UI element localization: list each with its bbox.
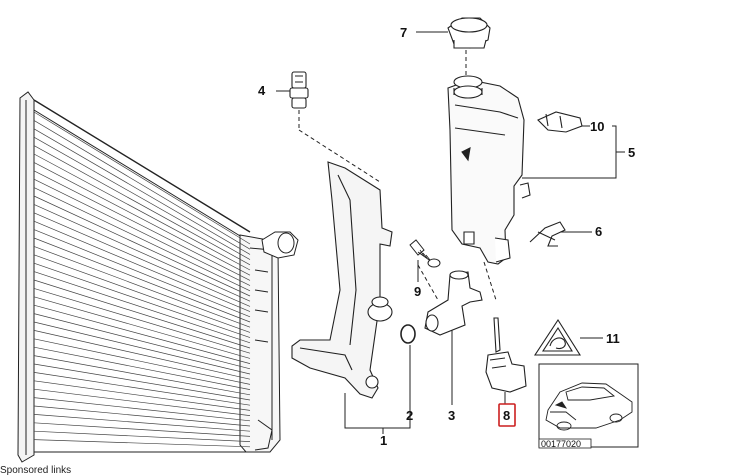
radiator-fin	[33, 120, 251, 250]
expansion-tank	[447, 75, 531, 265]
callout-5: 5	[628, 145, 635, 160]
radiator-fin	[33, 212, 251, 307]
radiator-fin	[33, 372, 251, 406]
radiator-fin	[33, 346, 251, 390]
radiator-fin	[33, 271, 251, 344]
radiator-fin	[33, 355, 251, 396]
callout-6: 6	[595, 224, 602, 239]
leader-lines	[276, 31, 625, 434]
callout-2: 2	[406, 408, 413, 423]
tank-bracket-clip	[529, 221, 566, 247]
o-ring	[400, 324, 416, 344]
callout-11: 11	[606, 331, 620, 346]
radiator-fin	[33, 204, 251, 302]
callout-1: 1	[380, 433, 387, 448]
radiator-fin	[33, 153, 251, 271]
callout-8-highlight	[498, 403, 516, 427]
radiator-fin	[33, 136, 251, 260]
radiator-fin	[33, 296, 251, 359]
warning-sticker	[533, 318, 581, 356]
level-sensor	[485, 317, 527, 393]
callout-4: 4	[258, 83, 266, 98]
cap	[447, 17, 491, 49]
radiator-fin	[33, 111, 251, 245]
radiator-fin	[33, 430, 251, 442]
callout-7: 7	[400, 25, 407, 40]
radiator-fin	[33, 363, 251, 401]
radiator-fin	[33, 397, 251, 422]
radiator-fin	[33, 313, 251, 370]
radiator-fin	[33, 178, 251, 286]
connector	[424, 270, 483, 336]
radiator-fin	[33, 439, 251, 448]
radiator-fin	[33, 321, 251, 375]
sponsored-links-label[interactable]: Sponsored links	[0, 465, 72, 476]
radiator-fin	[33, 330, 251, 380]
radiator-fin	[33, 170, 251, 281]
radiator-fin	[33, 262, 251, 338]
radiator-fin	[33, 128, 251, 255]
radiator-fin	[33, 405, 251, 427]
thumbnail-code: 00177020	[541, 439, 581, 449]
radiator	[17, 91, 299, 463]
radiator-fin	[33, 162, 251, 276]
radiator-fin	[33, 237, 251, 323]
radiator-fin	[33, 380, 251, 411]
radiator-fin	[33, 246, 251, 328]
bracket	[291, 161, 393, 399]
radiator-fin	[33, 195, 251, 297]
radiator-fin	[33, 414, 251, 432]
clip	[537, 111, 583, 133]
radiator-fin	[33, 187, 251, 292]
radiator-fin	[33, 388, 251, 416]
car-thumbnail: 00177020	[538, 363, 639, 449]
radiator-fin	[33, 422, 251, 437]
screw	[409, 239, 441, 268]
callout-3: 3	[448, 408, 455, 423]
radiator-fin	[33, 304, 251, 364]
radiator-fin	[33, 338, 251, 385]
callout-9: 9	[414, 284, 421, 299]
radiator-fin	[33, 145, 251, 266]
radiator-fin	[33, 229, 251, 318]
radiator-fin	[33, 220, 251, 312]
bleeder-screw	[289, 71, 309, 109]
radiator-fin	[33, 288, 251, 354]
radiator-fin	[33, 279, 251, 349]
callout-8: 8	[503, 408, 510, 423]
radiator-fin	[33, 254, 251, 333]
callout-10: 10	[590, 119, 604, 134]
